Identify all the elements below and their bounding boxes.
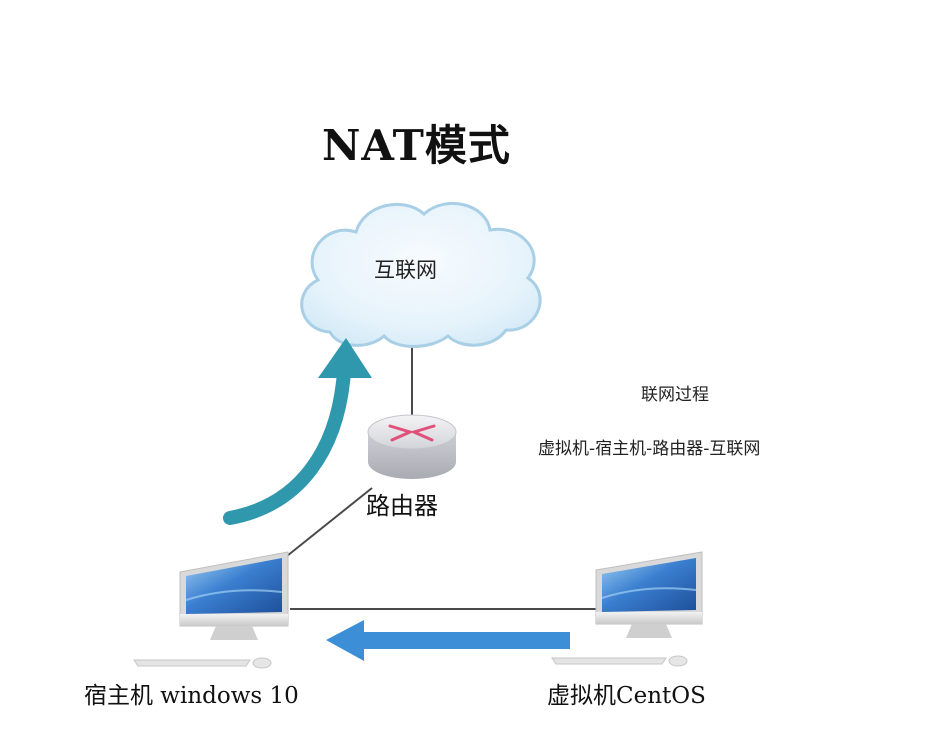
keyboard-icon <box>551 657 667 665</box>
vm-label: 虚拟机CentOS <box>547 683 706 709</box>
links <box>281 338 596 610</box>
link-router-host <box>281 487 373 561</box>
host-label: 宿主机 windows 10 <box>84 683 299 709</box>
router-label: 路由器 <box>366 492 438 520</box>
page-title: NAT模式 <box>322 121 511 170</box>
router-icon <box>367 414 457 479</box>
desktop-computer-icon <box>595 551 703 638</box>
process-heading: 联网过程 <box>641 385 709 405</box>
internet-label: 互联网 <box>374 258 437 282</box>
mouse-icon <box>668 655 688 667</box>
arrow-host-to-internet <box>223 338 372 525</box>
keyboard-icon <box>133 659 251 667</box>
arrow-vm-to-host <box>326 620 570 661</box>
desktop-computer-icon <box>179 551 289 640</box>
mouse-icon <box>252 657 272 669</box>
process-path: 虚拟机-宿主机-路由器-互联网 <box>538 439 761 459</box>
cloud-icon <box>300 202 542 348</box>
